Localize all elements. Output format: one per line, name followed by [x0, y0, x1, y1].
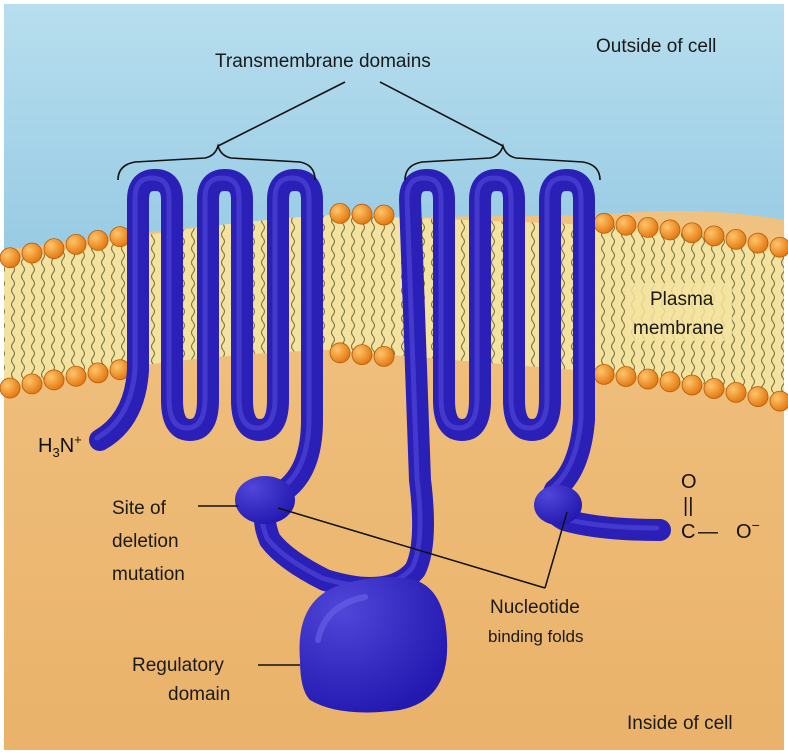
- lipid-head-inner: [682, 375, 702, 395]
- lipid-head-inner: [748, 387, 768, 407]
- lipid-head-inner: [594, 364, 614, 384]
- lipid-head-inner: [660, 372, 680, 392]
- lipid-head-outer: [374, 205, 394, 225]
- label-membrane-line1: Plasma: [650, 289, 714, 310]
- lipid-head-outer: [594, 213, 614, 233]
- lipid-head-outer: [770, 237, 788, 257]
- lipid-head-outer: [638, 217, 658, 237]
- lipid-head-outer: [22, 243, 42, 263]
- lipid-head-outer: [660, 220, 680, 240]
- label-membrane: Plasma membrane: [628, 283, 732, 341]
- regulatory-domain: [300, 577, 448, 713]
- n-terminus-sup: +: [74, 432, 82, 447]
- label-nucleotide-line2: binding folds: [488, 627, 583, 646]
- lipid-head-inner: [726, 382, 746, 402]
- lipid-head-outer: [0, 248, 20, 268]
- n-terminus-h: H: [38, 435, 52, 457]
- lipid-head-outer: [704, 226, 724, 246]
- lipid-head-outer: [44, 239, 64, 259]
- lipid-head-outer: [330, 203, 350, 223]
- lipid-head-inner: [88, 363, 108, 383]
- carbonyl-oxygen: O: [681, 471, 697, 493]
- lipid-head-outer: [726, 229, 746, 249]
- carboxyl-charge: −: [752, 517, 760, 533]
- nucleotide-binding-fold-2: [534, 485, 582, 525]
- n-terminus-n: N: [60, 435, 74, 457]
- label-regulatory-line2: domain: [168, 684, 230, 705]
- double-bond: ||: [683, 495, 693, 517]
- lipid-head-inner: [22, 374, 42, 394]
- lipid-head-inner: [352, 345, 372, 365]
- label-nucleotide-line1: Nucleotide: [490, 597, 580, 618]
- label-deletion-line3: mutation: [112, 564, 185, 585]
- lipid-head-inner: [0, 378, 20, 398]
- lipid-head-inner: [374, 346, 394, 366]
- lipid-head-outer: [352, 204, 372, 224]
- lipid-head-outer: [682, 223, 702, 243]
- label-regulatory-line1: Regulatory: [132, 655, 224, 676]
- lipid-head-inner: [638, 369, 658, 389]
- lipid-head-outer: [88, 230, 108, 250]
- lipid-head-inner: [616, 367, 636, 387]
- lipid-head-inner: [66, 366, 86, 386]
- lipid-head-inner: [330, 343, 350, 363]
- carboxyl-oxygen: O: [736, 521, 752, 543]
- lipid-head-inner: [44, 370, 64, 390]
- label-outside: Outside of cell: [596, 36, 716, 57]
- label-deletion-line1: Site of: [112, 498, 167, 519]
- n-terminus-sub: 3: [52, 445, 59, 460]
- label-deletion-line2: deletion: [112, 531, 179, 552]
- label-transmembrane: Transmembrane domains: [215, 51, 431, 72]
- nucleotide-binding-fold-1: [235, 476, 295, 524]
- lipid-head-outer: [616, 215, 636, 235]
- lipid-head-inner: [704, 379, 724, 399]
- lipid-head-outer: [748, 233, 768, 253]
- label-membrane-line2: membrane: [633, 318, 724, 339]
- carbon: C: [681, 521, 695, 543]
- label-inside: Inside of cell: [627, 713, 733, 734]
- single-bond: —: [698, 521, 718, 543]
- lipid-head-outer: [66, 234, 86, 254]
- lipid-head-inner: [770, 391, 788, 411]
